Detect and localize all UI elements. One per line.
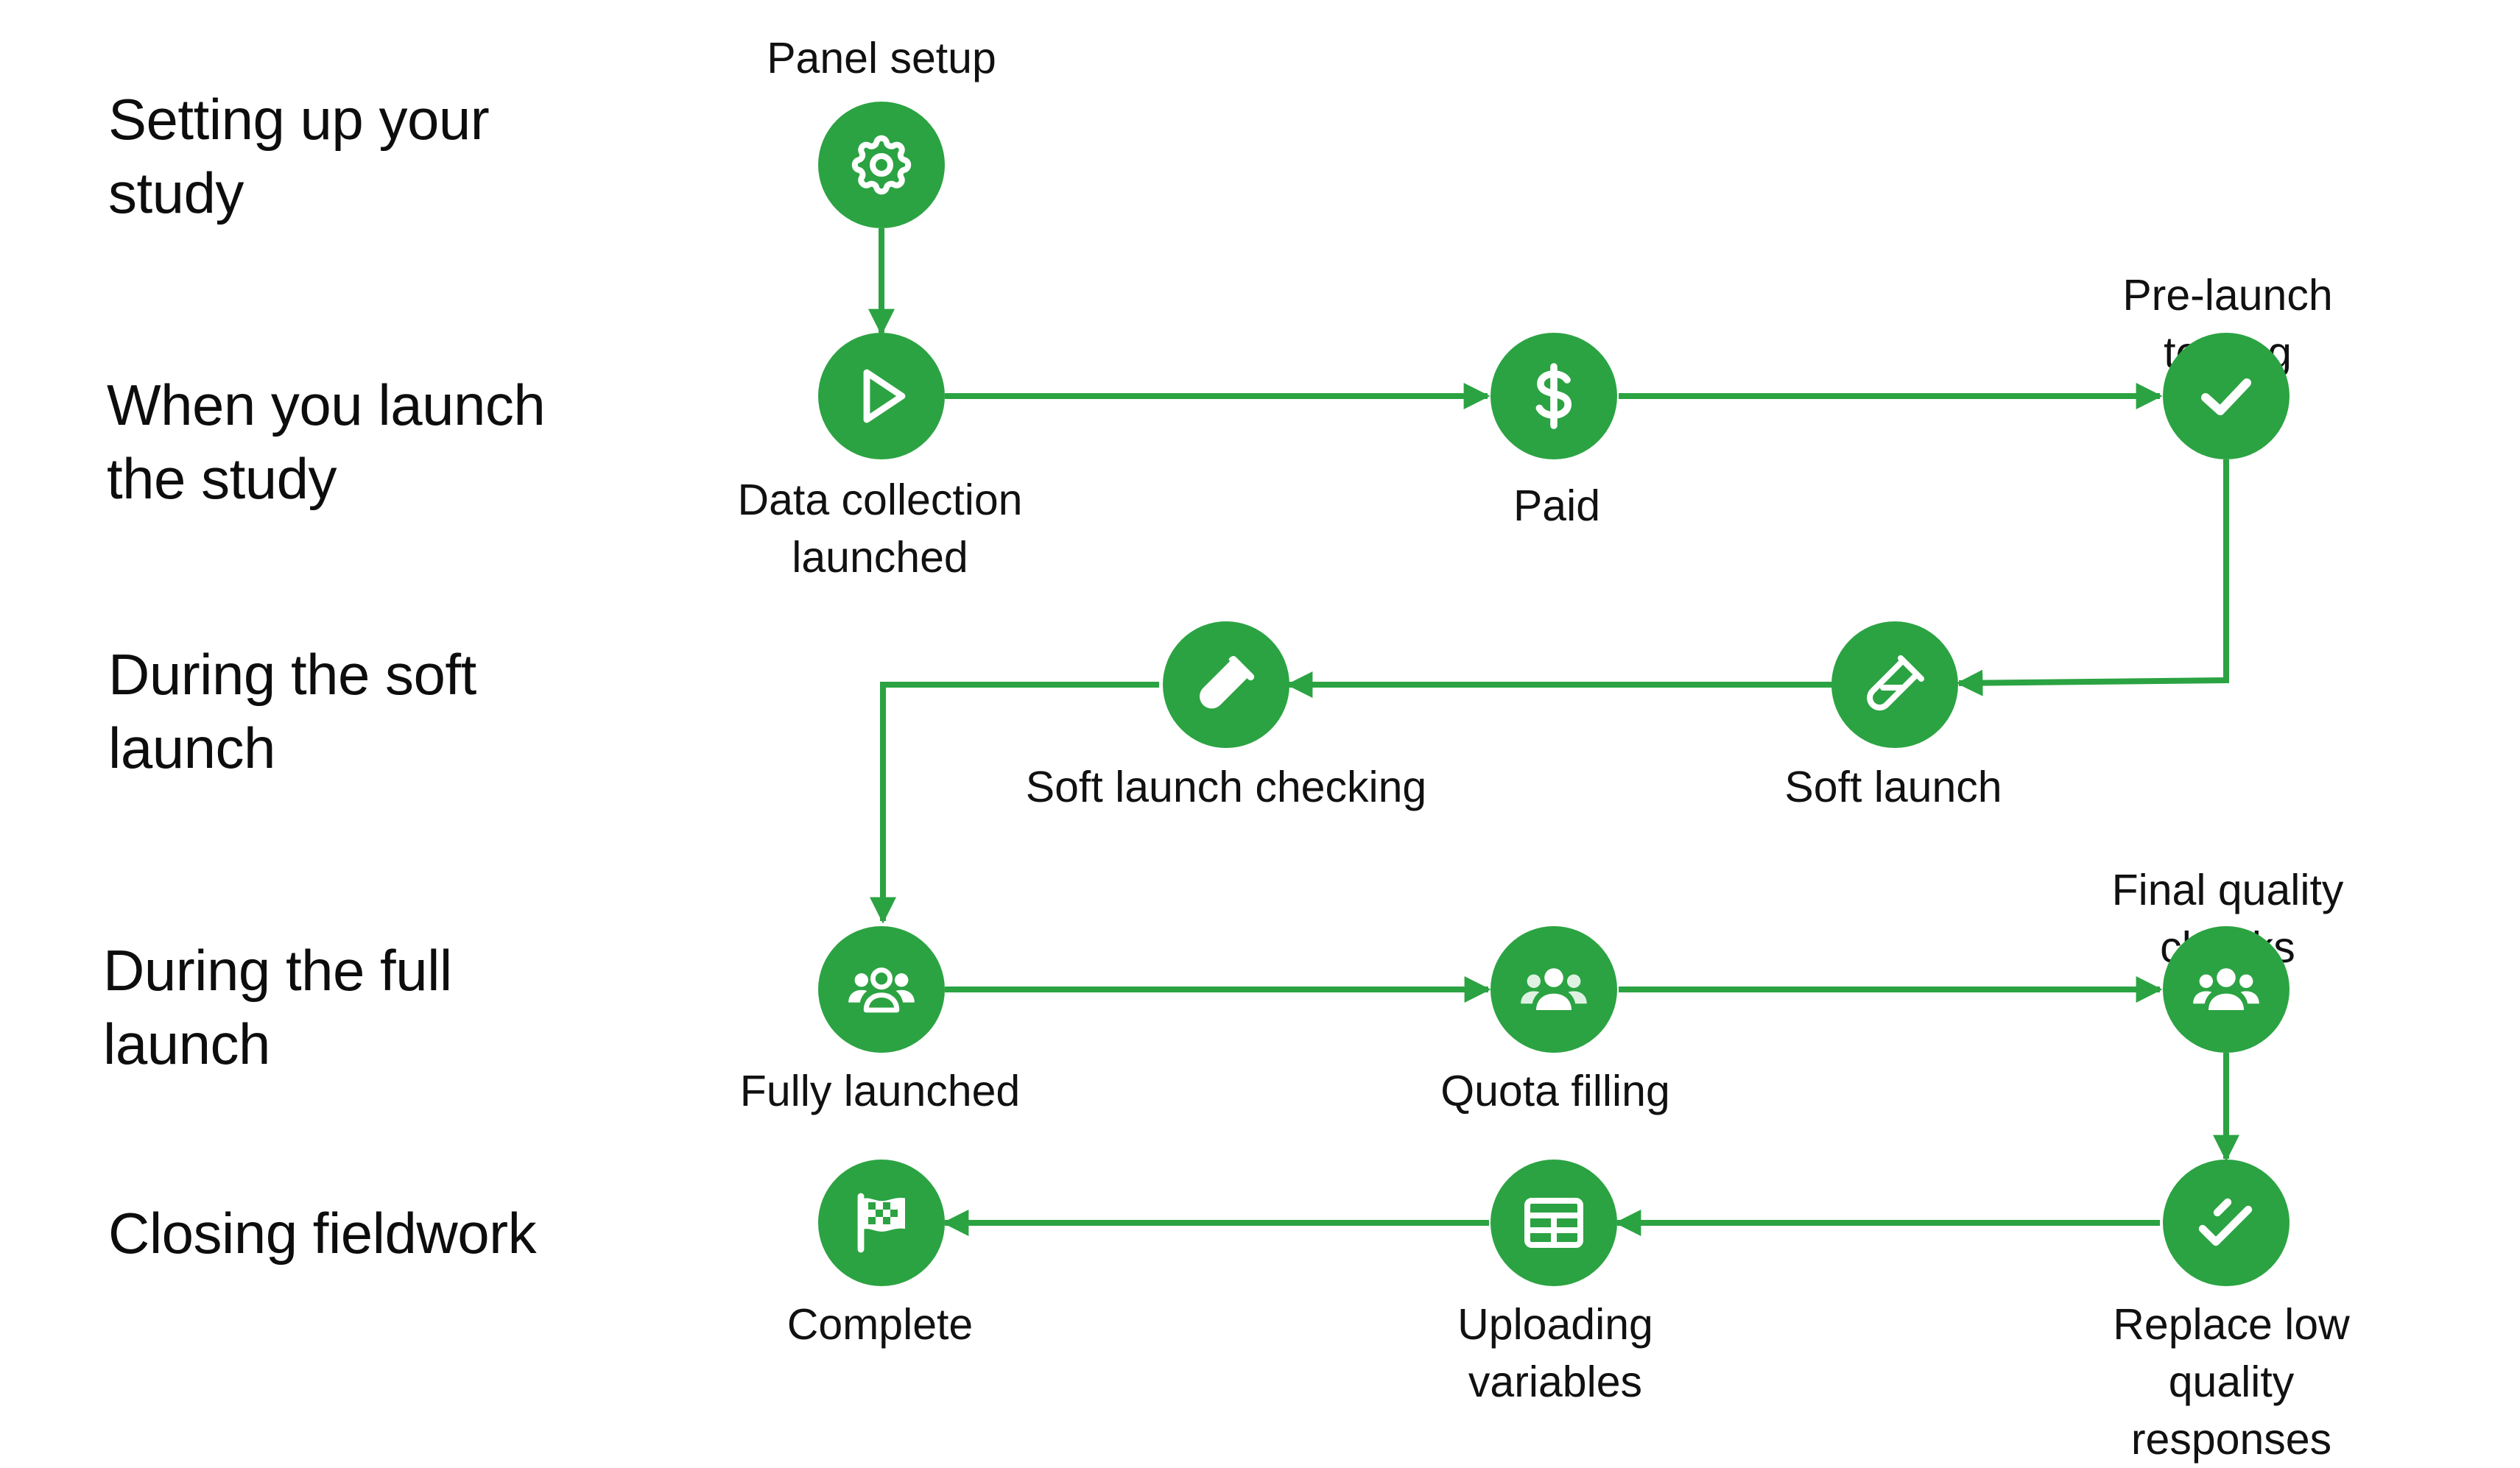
phase-label-closing: Closing fieldwork [108, 1201, 537, 1266]
checkered-flag-icon [857, 1193, 905, 1253]
step-soft-launch[interactable] [1831, 621, 1958, 748]
step-panel-setup[interactable] [818, 102, 945, 228]
phase-label-full: During the full launch [103, 938, 452, 1076]
step-soft-launch-checking[interactable] [1163, 621, 1289, 748]
step-label-panel-setup: Panel setup [767, 34, 996, 82]
step-pre-launch[interactable] [2163, 333, 2290, 459]
people-group-outline-icon [848, 967, 915, 1013]
step-fully-launched[interactable] [818, 926, 945, 1053]
step-paid[interactable] [1490, 333, 1617, 459]
step-label-complete: Complete [786, 1300, 974, 1349]
step-quota-filling[interactable] [1490, 926, 1617, 1053]
phase-label-soft: During the soft launch [108, 642, 476, 780]
table-icon [1524, 1198, 1583, 1248]
step-label-fully-launched: Fully launched [739, 1067, 1021, 1115]
play-icon [863, 369, 906, 423]
step-uploading-variables[interactable] [1490, 1160, 1617, 1286]
step-complete[interactable] [818, 1160, 945, 1286]
checkmark-icon [2201, 378, 2251, 415]
people-group-icon [1521, 968, 1587, 1010]
people-group-icon [2193, 968, 2259, 1010]
step-label-soft-launch: Soft launch [1784, 763, 2002, 811]
step-label-data-collection: Data collection launched [737, 476, 1023, 582]
test-tube-icon [1867, 655, 1924, 711]
phase-label-launch: When you launch the study [107, 373, 546, 511]
step-label-replace-low-quality: Replace low quality responses [2113, 1300, 2350, 1464]
step-label-quota-filling: Quota filling [1440, 1067, 1670, 1115]
step-data-collection[interactable] [818, 333, 945, 459]
connector-prelaunch-to-soft [1956, 459, 2229, 696]
test-tube-filled-icon [1199, 655, 1255, 709]
step-label-soft-launch-checking: Soft launch checking [1025, 763, 1427, 811]
gear-icon [851, 135, 912, 195]
step-final-quality[interactable] [2163, 926, 2290, 1053]
step-replace-low-quality[interactable] [2163, 1160, 2290, 1286]
step-label-paid: Paid [1513, 481, 1601, 530]
connector-checking-to-full [870, 682, 1159, 924]
double-check-icon [2198, 1198, 2253, 1246]
dollar-icon [1535, 363, 1572, 429]
step-label-uploading-variables: Uploading variables [1457, 1300, 1653, 1406]
phase-label-setup: Setting up your study [108, 87, 490, 225]
